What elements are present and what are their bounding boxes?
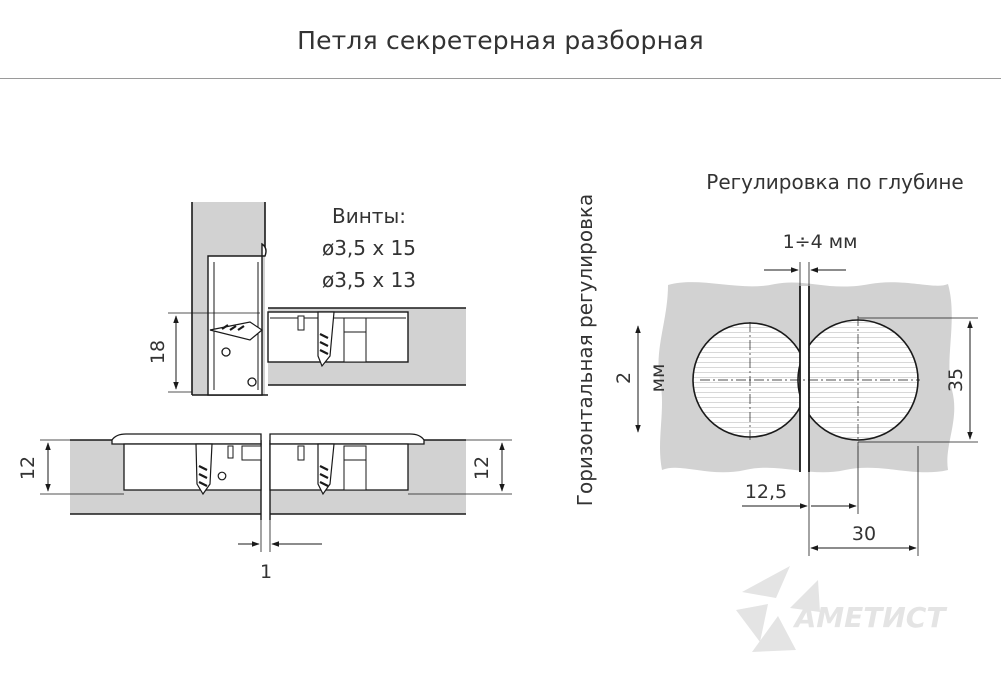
screws-line-1: ø3,5 x 15: [322, 236, 416, 260]
page-title: Петля секретерная разборная: [297, 26, 704, 55]
dim-cup-35: 35: [945, 368, 967, 392]
dim-vertical-18: 18: [147, 340, 169, 364]
lower-assembly: [40, 433, 512, 552]
dim-distance-30: 30: [852, 523, 876, 545]
vertical-adjust-value: 2: [613, 372, 635, 384]
screws-line-2: ø3,5 x 13: [322, 268, 416, 292]
dim-left-12: 12: [17, 456, 39, 480]
screws-heading: Винты:: [332, 204, 406, 228]
cup-plan-view: [635, 262, 978, 556]
depth-adjust-caption: Регулировка по глубине: [706, 170, 963, 194]
brand-logo-text: АМЕТИСТ: [793, 601, 948, 634]
brand-logo-icon: [736, 566, 820, 652]
title-divider: [0, 78, 1001, 79]
horizontal-adjust-label: Горизонтальная регулировка: [573, 194, 597, 506]
vertical-adjust-unit: мм: [647, 364, 669, 393]
upper-assembly: [168, 202, 466, 396]
dim-offset-12-5: 12,5: [745, 481, 787, 503]
dim-gap-1: 1: [260, 561, 272, 583]
dim-right-12: 12: [471, 456, 493, 480]
depth-adjust-value: 1÷4 мм: [783, 231, 858, 253]
